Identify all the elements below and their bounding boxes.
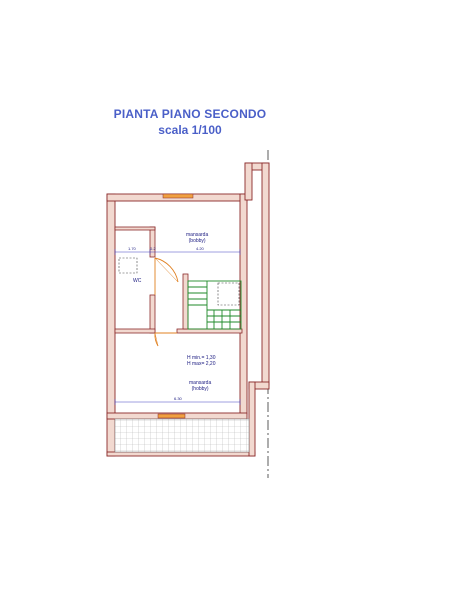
- upper-room-name: mansarda: [186, 232, 209, 238]
- dim-wc-door: 0.2: [150, 246, 156, 251]
- upper-room-sub: (bobby): [188, 238, 206, 244]
- height-min: H min.= 1,30: [187, 355, 216, 361]
- wc-walls: [114, 226, 156, 334]
- dimension-lines: [114, 249, 241, 405]
- bottom-window: [157, 413, 186, 419]
- top-window: [162, 193, 194, 199]
- wc-label: WC: [133, 278, 142, 284]
- dim-upper-width: 4.20: [196, 246, 204, 251]
- plan-scale: scala 1/100: [158, 123, 222, 137]
- lower-room-name: mansarda: [189, 380, 212, 386]
- dim-wc-width: 1.70: [128, 246, 136, 251]
- dim-lower-width: 6.30: [174, 396, 182, 401]
- lower-door: [154, 332, 177, 347]
- terrace-floor: [114, 418, 250, 453]
- height-max: H max= 2,20: [187, 361, 216, 367]
- wc-door: [154, 257, 179, 295]
- lower-room-label: mansarda (hobby): [189, 380, 211, 392]
- wc-fixture: [118, 257, 138, 274]
- lower-room-sub: (hobby): [191, 386, 209, 392]
- upper-room-label: mansarda (bobby): [186, 232, 208, 244]
- staircase: [187, 280, 242, 330]
- stair-void: [217, 282, 240, 306]
- height-info: H min.= 1,30 H max= 2,20: [187, 355, 216, 367]
- plan-title: PIANTA PIANO SECONDO: [113, 107, 267, 121]
